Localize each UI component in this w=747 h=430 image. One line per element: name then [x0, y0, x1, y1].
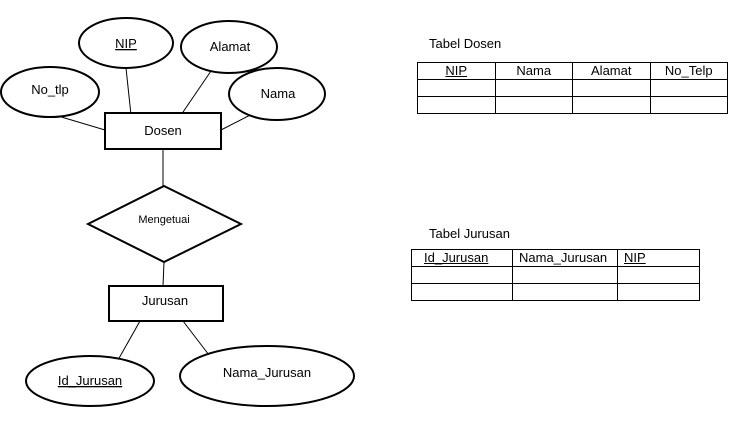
attribute-label-nip: NIP [115, 36, 137, 51]
attribute-ellipse-nama [228, 67, 326, 121]
entity-box-jurusan [108, 285, 224, 322]
attribute-label-idjurusan: Id_Jurusan [58, 373, 122, 388]
table-title-dosen: Tabel Dosen [429, 36, 502, 51]
connector-notlp-dosen [57, 115, 106, 131]
attribute-ellipse-nip [78, 17, 174, 69]
column-header-nama: Nama [494, 62, 573, 80]
column-header-idjurusan: Id_Jurusan [411, 249, 513, 267]
table-header-row: Id_Jurusan Nama_Jurusan NIP [411, 249, 700, 267]
attribute-ellipse-notlp [0, 66, 100, 118]
attribute-label-namajurusan: Nama_Jurusan [223, 365, 311, 380]
table-dosen: NIP Nama Alamat No_Telp [417, 62, 728, 114]
table-cell [617, 283, 700, 301]
attribute-ellipse-namajurusan [179, 345, 355, 407]
table-cell [512, 283, 618, 301]
attribute-ellipse-alamat [180, 20, 278, 74]
column-header-notelp: No_Telp [649, 62, 728, 80]
table-cell [494, 79, 573, 97]
table-row [417, 79, 728, 97]
column-header-namajurusan: Nama_Jurusan [512, 249, 618, 267]
table-cell [494, 96, 573, 114]
entity-label-dosen: Dosen [144, 123, 182, 138]
table-row [411, 283, 700, 301]
table-cell [649, 79, 728, 97]
table-cell [649, 96, 728, 114]
table-cell [411, 283, 513, 301]
column-header-nip: NIP [417, 62, 496, 80]
table-header-row: NIP Nama Alamat No_Telp [417, 62, 728, 80]
table-cell [572, 96, 651, 114]
table-title-jurusan: Tabel Jurusan [429, 226, 510, 241]
table-row [417, 96, 728, 114]
connector-jurusan-idjurusan [117, 320, 141, 361]
table-cell [417, 96, 496, 114]
table-cell [617, 266, 700, 284]
table-cell [417, 79, 496, 97]
connector-jurusan-namajurusan [182, 320, 210, 356]
connector-alamat-dosen [180, 70, 212, 116]
connector-mengetuai-jurusan [162, 261, 165, 287]
attribute-label-alamat: Alamat [210, 39, 251, 54]
table-cell [411, 266, 513, 284]
column-header-nip-fk: NIP [617, 249, 700, 267]
connector-nip-dosen [125, 67, 132, 116]
attribute-label-nama: Nama [261, 86, 296, 101]
entity-box-dosen [104, 112, 222, 150]
table-cell [512, 266, 618, 284]
column-header-alamat: Alamat [572, 62, 651, 80]
relationship-label: Mengetuai [138, 214, 189, 226]
entity-label-jurusan: Jurusan [142, 293, 188, 308]
table-row [411, 266, 700, 284]
attribute-ellipse-idjurusan [25, 355, 155, 407]
relationship-diamond [85, 184, 244, 264]
table-cell [572, 79, 651, 97]
attribute-label-notlp: No_tlp [31, 82, 69, 97]
table-jurusan: Id_Jurusan Nama_Jurusan NIP [411, 249, 700, 301]
